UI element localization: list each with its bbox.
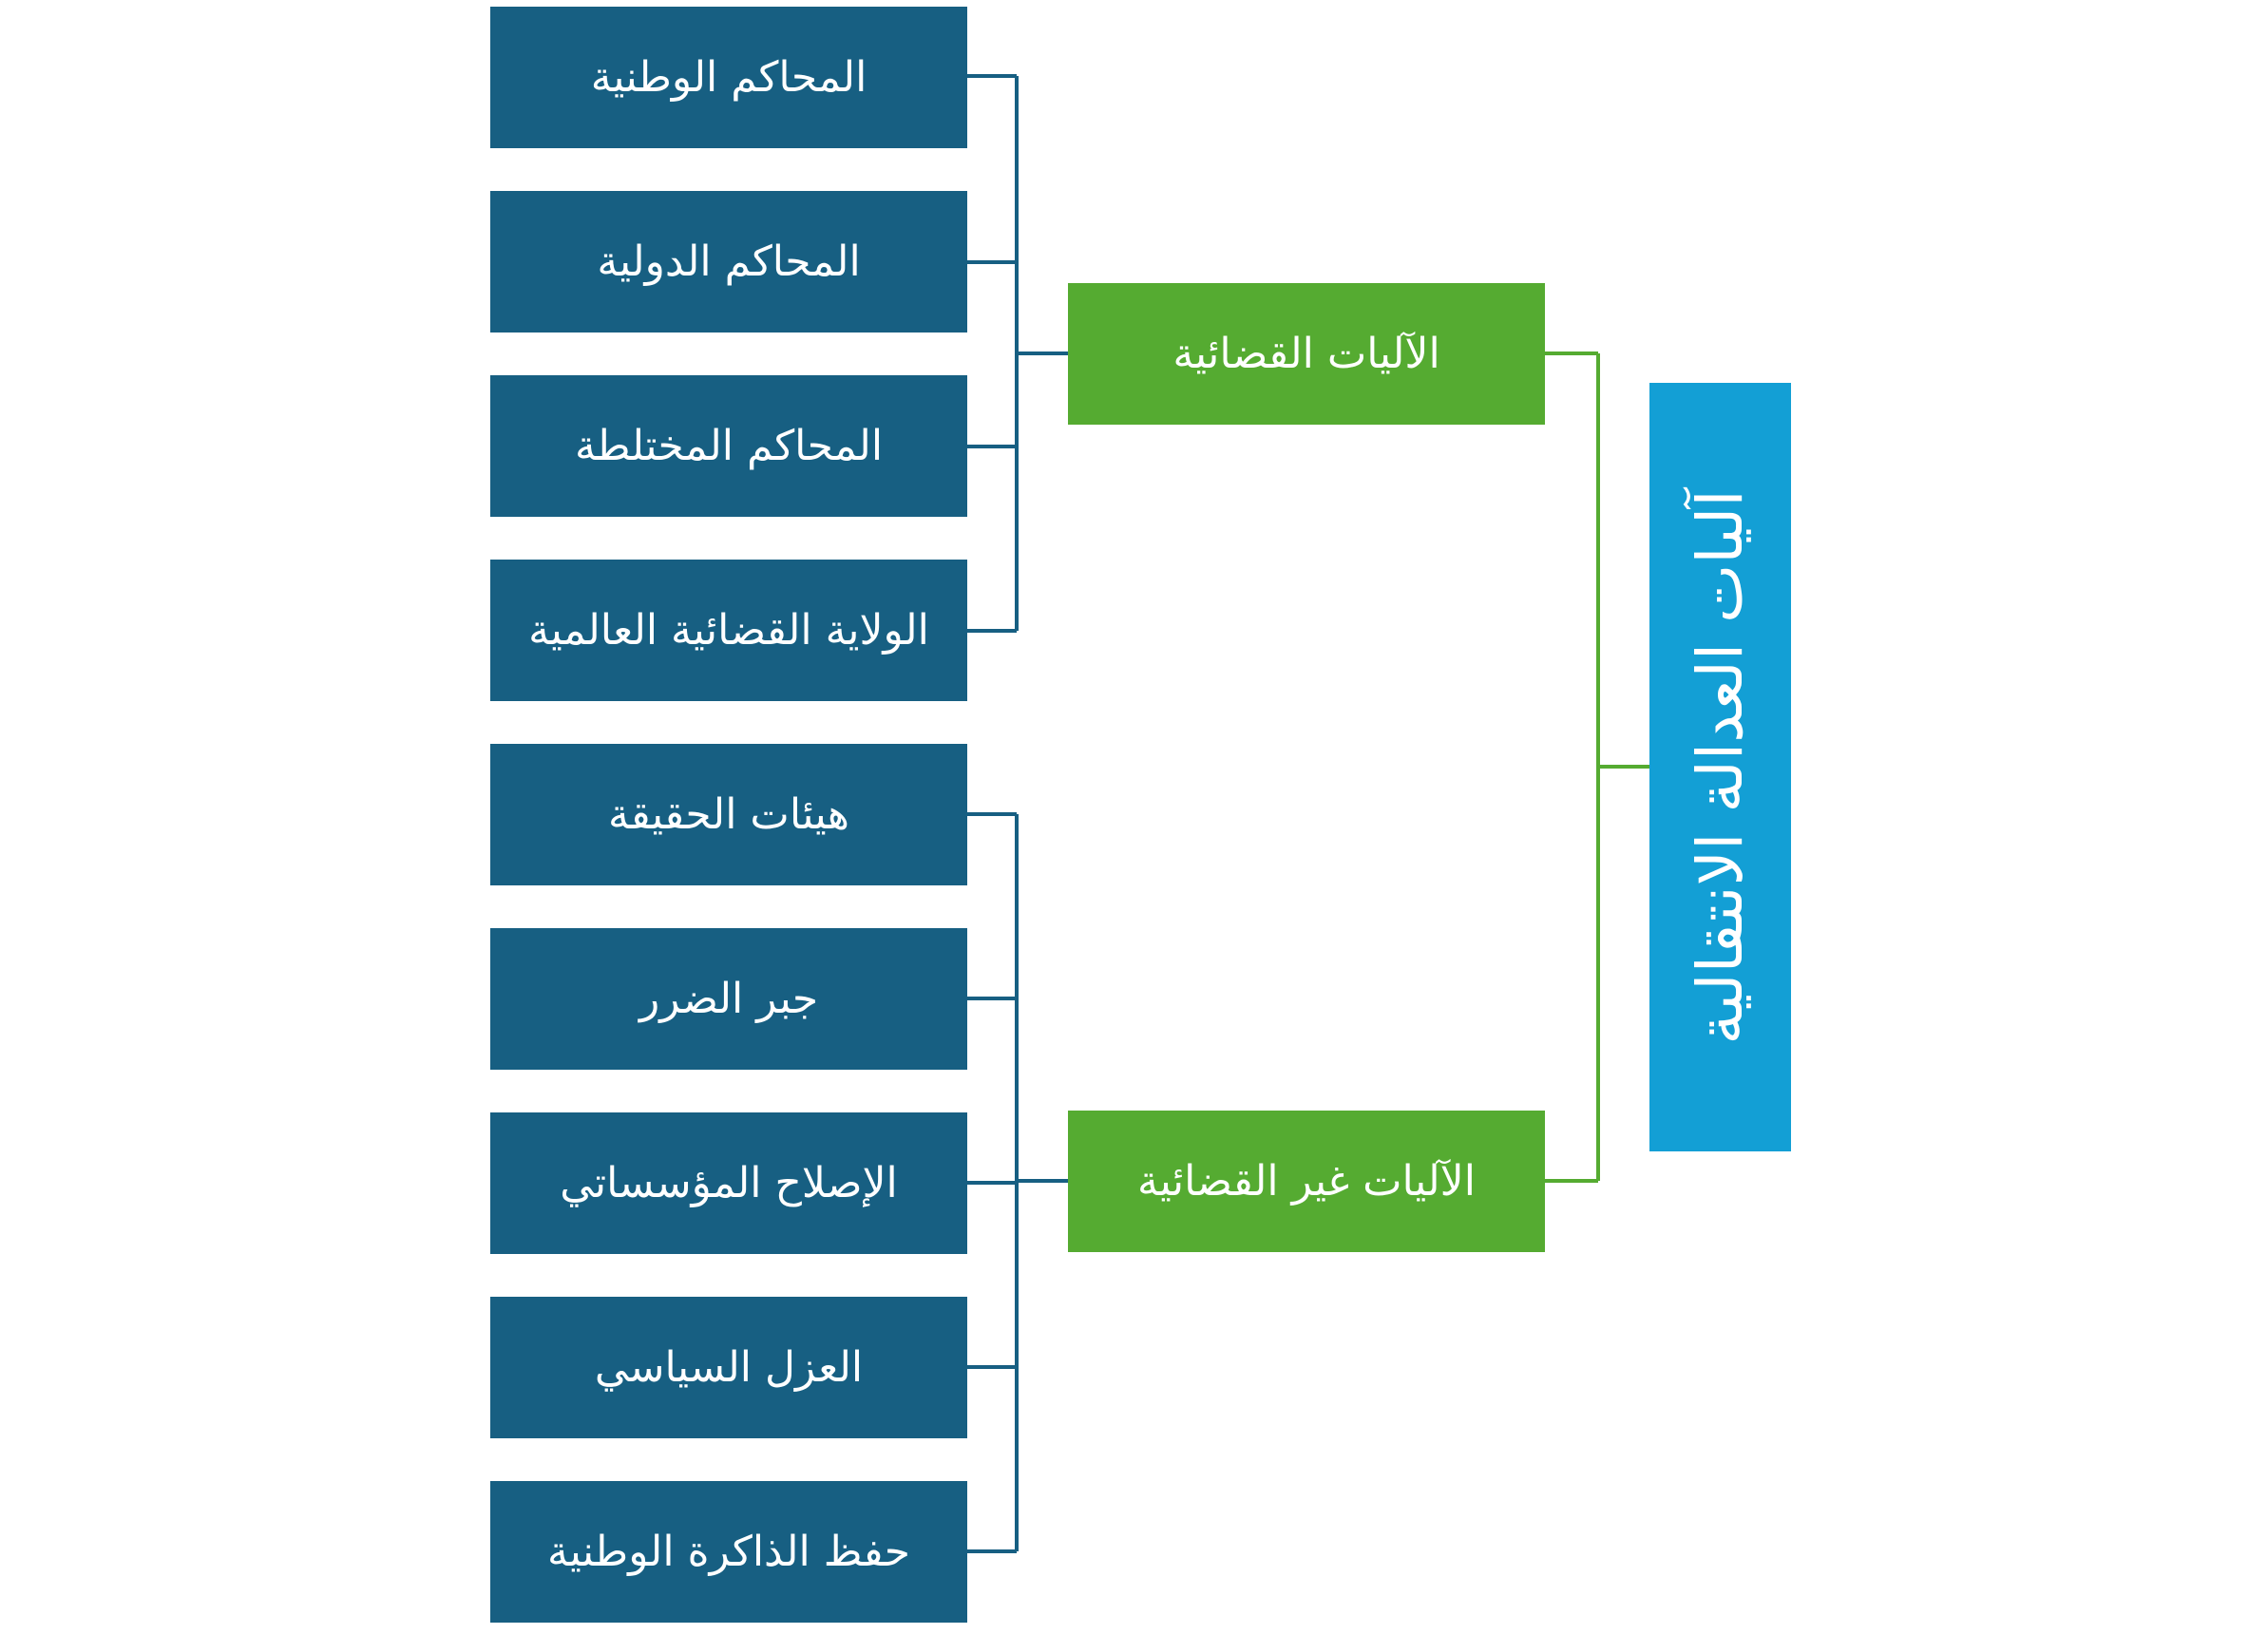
leaf-institutional-reform: الإصلاح المؤسساتي	[490, 1112, 967, 1254]
leaf-political-vetting: العزل السياسي	[490, 1297, 967, 1438]
leaf-truth-commissions: هيئات الحقيقة	[490, 744, 967, 885]
leaf-reparations: جبر الضرر	[490, 928, 967, 1070]
leaf-label: المحاكم الدولية	[597, 238, 861, 286]
non-judicial-mechanisms-label: الآليات غير القضائية	[1137, 1157, 1476, 1206]
root-label: آليات العدالة الانتقالية	[1684, 489, 1757, 1045]
leaf-label: الإصلاح المؤسساتي	[560, 1159, 898, 1207]
leaf-label: المحاكم المختلطة	[574, 422, 884, 470]
leaf-universal-jurisdiction: الولاية القضائية العالمية	[490, 560, 967, 701]
leaf-label: العزل السياسي	[594, 1343, 864, 1392]
leaf-hybrid-courts: المحاكم المختلطة	[490, 375, 967, 517]
leaf-label: هيئات الحقيقة	[608, 790, 849, 839]
leaf-label: جبر الضرر	[638, 975, 819, 1023]
judicial-mechanisms-node: الآليات القضائية	[1068, 283, 1545, 425]
leaf-national-memory: حفظ الذاكرة الوطنية	[490, 1481, 967, 1623]
root-bracket	[1545, 352, 1649, 1183]
leaf-label: الولاية القضائية العالمية	[528, 606, 929, 655]
judicial-mechanisms-label: الآليات القضائية	[1172, 330, 1440, 378]
judicial-bracket	[967, 74, 1068, 633]
root-node: آليات العدالة الانتقالية	[1649, 383, 1791, 1151]
leaf-national-courts: المحاكم الوطنية	[490, 7, 967, 148]
non-judicial-bracket	[967, 812, 1068, 1553]
leaf-label: حفظ الذاكرة الوطنية	[547, 1528, 910, 1576]
leaf-label: المحاكم الوطنية	[590, 53, 867, 102]
leaf-international-courts: المحاكم الدولية	[490, 191, 967, 332]
non-judicial-mechanisms-node: الآليات غير القضائية	[1068, 1111, 1545, 1252]
